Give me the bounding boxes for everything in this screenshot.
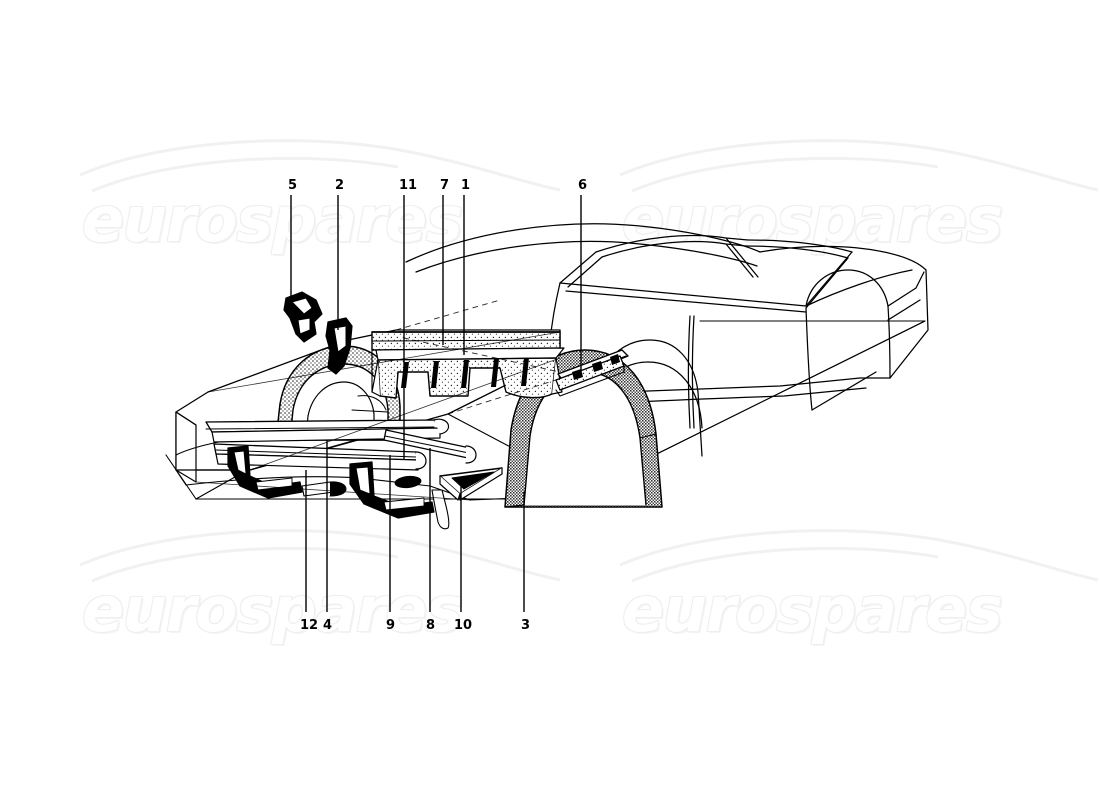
swoosh-bottom-left — [79, 529, 561, 582]
part-6-sill-reinforcement — [555, 349, 629, 397]
callout-number-10[interactable]: 10 — [454, 618, 473, 633]
swoosh-bottom-right-2 — [631, 546, 939, 583]
callout-number-7[interactable]: 7 — [440, 178, 450, 193]
callout-number-1[interactable]: 1 — [461, 178, 471, 193]
part-2-upper-pillar-bracket — [325, 317, 353, 375]
swoosh-top-left — [79, 139, 561, 192]
swoosh-top-left-2 — [91, 156, 399, 193]
part-12-floor-side-member — [349, 461, 435, 519]
projection-lines — [395, 299, 561, 415]
part-9-front-cross-member — [205, 418, 450, 443]
watermark-text: eurospares — [622, 573, 1003, 646]
leader-lines — [290, 195, 582, 612]
part-5-rear-corner-reinforcement — [283, 291, 323, 343]
swoosh-top-right — [619, 139, 1099, 192]
callout-number-3[interactable]: 3 — [521, 618, 531, 633]
callout-number-2[interactable]: 2 — [335, 178, 345, 193]
watermark-text: eurospares — [82, 573, 463, 646]
swoosh-bottom-left-2 — [91, 546, 399, 583]
callout-number-8[interactable]: 8 — [426, 618, 436, 633]
bulkhead-slots — [401, 358, 529, 388]
callout-number-12[interactable]: 12 — [300, 618, 319, 633]
callout-number-9[interactable]: 9 — [386, 618, 396, 633]
swoosh-bottom-right — [619, 529, 1099, 582]
callout-number-6[interactable]: 6 — [578, 178, 588, 193]
callout-number-4[interactable]: 4 — [323, 618, 333, 633]
rear-cross-tube — [383, 429, 477, 464]
drop-link-bracket — [431, 489, 450, 530]
part-1-rear-bulkhead-panel — [371, 331, 565, 399]
part-10-triangular-gusset — [439, 467, 503, 501]
callout-number-11[interactable]: 11 — [399, 178, 418, 193]
floor-alignment-lines — [195, 331, 561, 501]
watermark-text: eurospares — [82, 183, 463, 256]
swoosh-top-right-2 — [631, 156, 939, 193]
callout-number-5[interactable]: 5 — [288, 178, 298, 193]
